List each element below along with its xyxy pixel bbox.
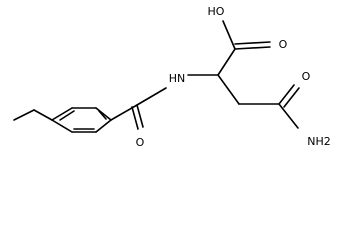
hydroxyl-label: HO xyxy=(208,5,225,18)
amide-carbonyl-double xyxy=(131,106,139,130)
carboxyl-double-1 xyxy=(234,46,271,50)
alpha-to-carboxyl xyxy=(217,48,236,76)
side-amide-double-2 xyxy=(283,87,300,108)
ring-double-2 xyxy=(98,110,107,120)
amide-oxygen-right-label: O xyxy=(302,70,311,83)
ethyl-bond-2 xyxy=(33,109,53,121)
amide-carbonyl-single xyxy=(136,104,144,128)
ring-double-1 xyxy=(59,110,75,121)
carboxyl-oxygen-label: O xyxy=(279,38,288,51)
ring-bond-4 xyxy=(95,119,112,133)
amine-label: HN xyxy=(169,72,186,85)
amide-nh2-label: NH2 xyxy=(307,135,331,148)
molecule-diagram: HO O HN O O NH2 xyxy=(13,5,331,149)
ethyl-bond-1 xyxy=(13,109,35,121)
amide-oxygen-left-label: O xyxy=(136,136,145,149)
side-amide-to-nh2 xyxy=(278,103,299,129)
structure-canvas: HO O HN O O NH2 xyxy=(13,5,331,149)
carbonyl-to-n xyxy=(136,87,167,106)
side-amide-double-1 xyxy=(278,84,295,105)
ring-bond-1 xyxy=(51,107,73,121)
carboxyl-to-oh xyxy=(222,20,236,50)
ring-bond-6 xyxy=(51,119,73,133)
ring-bond-3 xyxy=(95,107,112,121)
carboxyl-double-2 xyxy=(234,41,271,45)
alpha-to-ch2 xyxy=(217,74,240,105)
